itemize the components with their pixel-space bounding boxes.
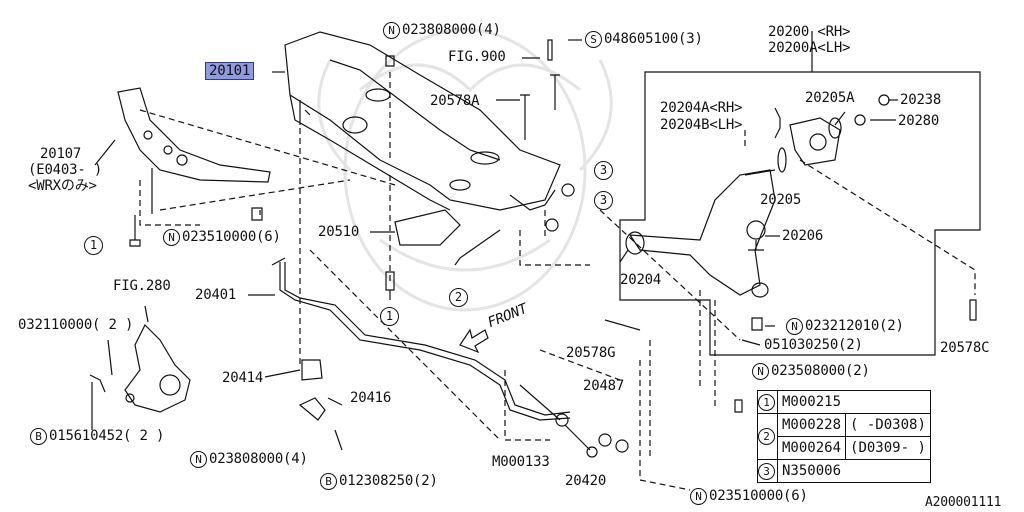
legend-note: (D0309- ) (845, 436, 931, 460)
ref-badge-2[interactable]: 2 (449, 288, 468, 307)
stabilizer-bushing-part (298, 359, 326, 421)
part-number-text: 023808000(4) (402, 22, 501, 38)
legend-key-badge: 2 (758, 428, 775, 445)
leader-lines (139, 72, 976, 491)
part-label-20487[interactable]: 20487 (583, 378, 625, 394)
part-label-20206[interactable]: 20206 (782, 228, 824, 244)
b-badge-icon: B (30, 428, 47, 445)
crossmember-part (284, 31, 561, 211)
part-label-20107-date: (E0403- ) (28, 162, 103, 178)
front-arrow (459, 328, 489, 354)
n-badge-icon: N (163, 229, 180, 246)
figure-ref-fig280[interactable]: FIG.280 (113, 278, 171, 294)
b-badge-icon: B (320, 473, 337, 490)
part-label-051030250[interactable]: 051030250(2) (764, 337, 863, 353)
part-label-20101[interactable]: 20101 (205, 62, 255, 80)
legend-key: 2 (757, 413, 778, 460)
bracket-20107 (117, 87, 271, 214)
ref-badge-3[interactable]: 3 (594, 161, 613, 180)
legend-key: 1 (757, 390, 778, 414)
knuckle-part (124, 323, 191, 413)
part-number-text: 012308250(2) (339, 473, 438, 489)
part-label-20280[interactable]: 20280 (898, 113, 940, 129)
part-label-20200[interactable]: 20200 <RH> (768, 24, 851, 40)
nuts-right (545, 183, 575, 232)
legend-part[interactable]: M000228 (776, 413, 847, 437)
part-label-20578C[interactable]: 20578C (940, 340, 990, 356)
stabilizer-link-part (555, 413, 629, 458)
part-label-20107-note: <WRXのみ> (28, 178, 97, 194)
part-label-20414[interactable]: 20414 (222, 370, 264, 386)
part-label-20204B[interactable]: 20204B<LH> (660, 117, 743, 133)
ball-joint-part (746, 220, 766, 331)
n-badge-icon: N (752, 363, 769, 380)
bracket-20510 (394, 209, 461, 246)
legend-key-badge: 1 (758, 393, 775, 411)
s-badge-icon: S (585, 31, 602, 48)
part-label-20401[interactable]: 20401 (195, 287, 237, 303)
part-label-20416[interactable]: 20416 (350, 390, 392, 406)
part-label-20420[interactable]: 20420 (565, 473, 607, 489)
legend-part[interactable]: M000215 (777, 390, 931, 414)
n-badge-icon: N (786, 318, 803, 335)
part-number-text: 023510000(6) (182, 229, 281, 245)
label-leaders (91, 31, 898, 430)
lower-arm-frame (619, 71, 981, 356)
part-label-20205[interactable]: 20205 (760, 192, 802, 208)
legend-row: M000264 (D0309- ) (758, 436, 931, 460)
part-label-20204[interactable]: 20204 (620, 272, 662, 288)
part-label-032110000[interactable]: 032110000( 2 ) (18, 317, 134, 333)
part-label-20238[interactable]: 20238 (900, 92, 942, 108)
part-label-m000133[interactable]: M000133 (492, 454, 550, 470)
bolts (89, 39, 977, 451)
part-number-text: 023508000(2) (771, 363, 870, 379)
part-label-20510[interactable]: 20510 (318, 224, 360, 240)
n-badge-icon: N (190, 451, 207, 468)
part-number-text: 023510000(6) (709, 488, 808, 504)
part-label-20204A[interactable]: 20204A<RH> (660, 100, 743, 116)
legend-note: ( -D0308) (845, 413, 931, 437)
legend-row: 3 N350006 (757, 459, 931, 483)
part-number-text: 015610452( 2 ) (49, 428, 165, 444)
part-label-20578A[interactable]: 20578A (430, 93, 480, 109)
ref-badge-1[interactable]: 1 (84, 236, 103, 255)
reference-legend-table: 1 M000215 2 M000228 ( -D0308) M000264 (D… (757, 390, 931, 483)
legend-row: 2 M000228 ( -D0308) (757, 413, 931, 460)
part-label-20107[interactable]: 20107 (40, 146, 82, 162)
n-badge-icon: N (383, 22, 400, 39)
part-number-text: 048605100(3) (604, 31, 703, 47)
part-number-text: 023212010(2) (805, 318, 904, 334)
part-label-20200A[interactable]: 20200A<LH> (768, 40, 851, 56)
legend-key-badge: 3 (758, 462, 775, 480)
ref-badge-1[interactable]: 1 (380, 307, 399, 326)
figure-ref-fig900[interactable]: FIG.900 (448, 49, 506, 65)
legend-row: 1 M000215 (757, 390, 931, 414)
bushing-part (777, 94, 890, 173)
legend-part[interactable]: M000264 (776, 436, 847, 460)
part-label-20578G[interactable]: 20578G (566, 345, 616, 361)
watermark-emblem (317, 28, 613, 312)
diagram-id: A200001111 (925, 495, 1002, 510)
part-number-text: 023808000(4) (209, 451, 308, 467)
n-badge-icon: N (690, 488, 707, 505)
stabilizer-bar-part (271, 257, 571, 421)
ref-badge-3[interactable]: 3 (594, 191, 613, 210)
legend-part[interactable]: N350006 (777, 459, 931, 483)
legend-key: 3 (757, 459, 778, 483)
part-label-20205A[interactable]: 20205A (805, 90, 855, 106)
